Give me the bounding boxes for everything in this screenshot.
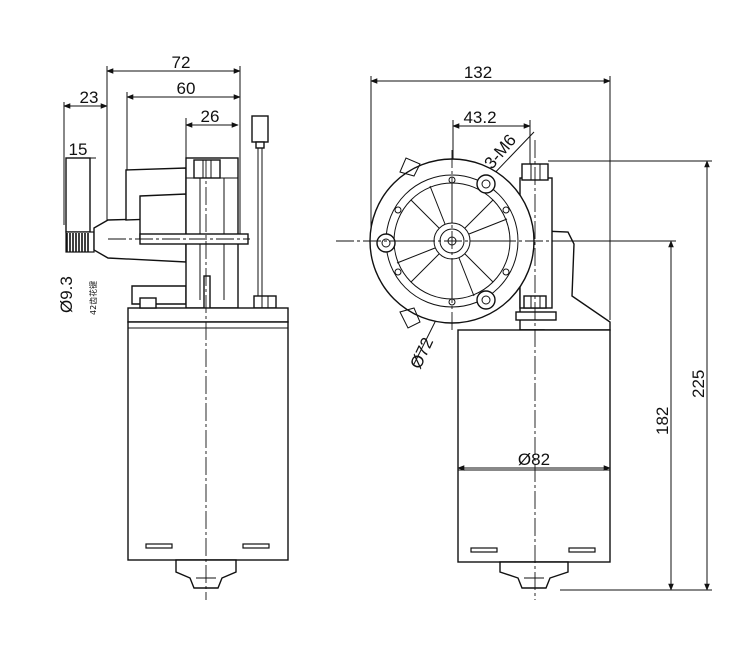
gearbox-housing xyxy=(93,157,250,321)
label-182: 182 xyxy=(653,407,672,435)
label-23: 23 xyxy=(80,88,99,107)
label-26: 26 xyxy=(201,107,220,126)
label-spline-note: 42齿花键 xyxy=(88,281,98,315)
flange-nut-left xyxy=(139,297,157,309)
dimension-total-height: 225 xyxy=(548,160,712,591)
label-60: 60 xyxy=(177,79,196,98)
label-shaft-diameter: Ø9.3 xyxy=(57,276,76,313)
motor-body-front xyxy=(457,329,611,589)
side-view: 72 60 23 26 xyxy=(57,53,289,600)
dimension-shaft-extension: 23 xyxy=(63,88,108,225)
label-bolt-circle: Ø72 xyxy=(406,335,437,372)
dimension-inner-width: 60 xyxy=(126,79,241,170)
spline-teeth xyxy=(66,233,89,252)
dimension-total-width: 132 xyxy=(370,63,611,320)
label-43-2: 43.2 xyxy=(463,108,496,127)
label-72: 72 xyxy=(172,53,191,72)
motor-flange xyxy=(127,307,289,323)
label-132: 132 xyxy=(464,63,492,82)
front-view: 132 43.2 3-M6 Ø72 xyxy=(336,63,712,600)
motor-body xyxy=(127,321,289,589)
label-225: 225 xyxy=(689,370,708,398)
label-motor-diameter: Ø82 xyxy=(518,450,550,469)
dimension-height-to-center: 182 xyxy=(560,240,712,591)
dimension-gear-housing: 26 xyxy=(185,107,239,160)
label-15: 15 xyxy=(69,140,88,159)
connector-plug xyxy=(251,115,277,309)
dimension-motor-diameter: Ø82 xyxy=(457,450,611,471)
output-shaft: 15 xyxy=(65,140,96,253)
